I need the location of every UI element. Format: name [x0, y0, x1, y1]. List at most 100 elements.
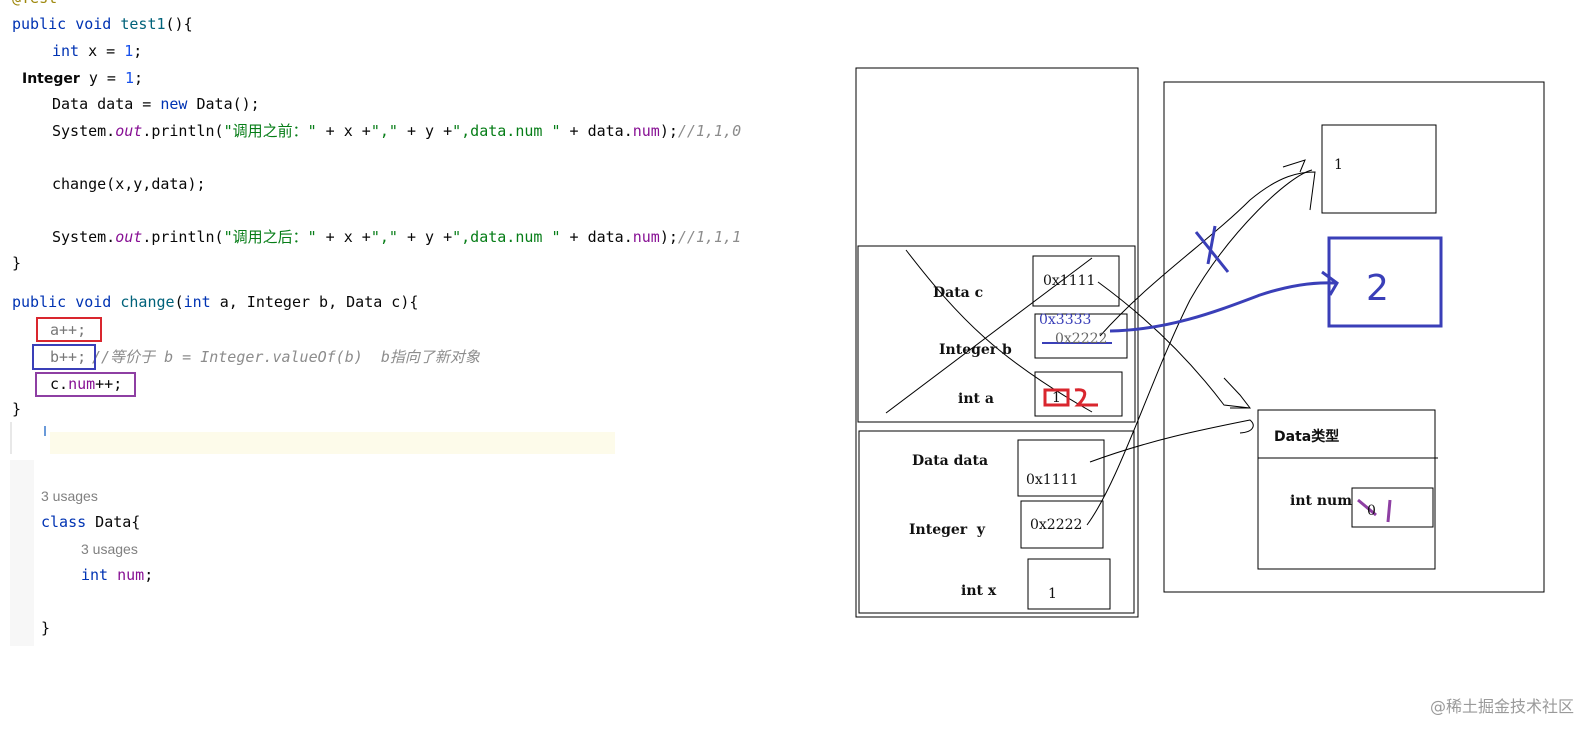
usages-hint[interactable]: 3 usages: [41, 488, 98, 504]
code-token: 1: [124, 42, 134, 60]
cell-c: [1032, 255, 1120, 307]
code-token: int: [183, 293, 211, 311]
value-x: 1: [1048, 586, 1057, 602]
closing-brace: }: [12, 400, 22, 418]
code-line-new-data: Data data = new Data();: [52, 94, 260, 114]
code-token: Data{: [86, 513, 141, 531]
code-line-print-after: System.out.println("调用之后：" + x +"," + y …: [52, 227, 741, 247]
gutter-mark: [10, 422, 12, 454]
code-token: out: [115, 228, 143, 246]
label-int-a: int a: [958, 391, 994, 407]
code-token: ++;: [95, 375, 123, 393]
code-token: .println(: [142, 122, 224, 140]
code-token: int: [52, 42, 80, 60]
code-token: Data();: [187, 95, 260, 113]
editor-gutter: [10, 460, 34, 646]
code-comment-b: //等价于 b = Integer.valueOf(b) b指向了新对象: [92, 348, 480, 366]
closing-brace: }: [12, 254, 22, 272]
cell-data: [1017, 439, 1105, 497]
label-data-c: Data c: [933, 285, 984, 301]
stack-frame-test1: [858, 430, 1135, 614]
code-line-change-call: change(x,y,data);: [52, 175, 206, 193]
label-integer-b: Integer b: [939, 342, 1012, 358]
code-token: ",data.num ": [452, 122, 561, 140]
code-line-print-before: System.out.println("调用之前：" + x +"," + y …: [52, 121, 741, 141]
heap-integer-2-value: 2: [1366, 268, 1389, 309]
value-y: 0x2222: [1030, 517, 1083, 533]
value-b-new: 0x3333: [1039, 312, 1092, 328]
label-data-data: Data data: [912, 453, 989, 469]
stack-frame-outer: [855, 67, 1139, 618]
code-token: ;: [133, 69, 144, 87]
code-token: test1: [120, 15, 166, 33]
cell-a: [1034, 371, 1123, 417]
cell-num: [1351, 487, 1434, 528]
code-token: num: [108, 566, 145, 584]
heap-data-object: [1257, 409, 1436, 570]
code-token: ",": [370, 122, 398, 140]
code-token: ",": [370, 228, 398, 246]
code-token: int: [81, 566, 109, 584]
heap-data-title: Data类型: [1274, 429, 1340, 445]
cell-x: [1027, 558, 1111, 610]
code-token: 1: [124, 69, 134, 87]
heap-area: [1163, 81, 1545, 593]
closing-brace: }: [41, 619, 51, 637]
code-editor: @Test public void test1(){ int x = 1; In…: [10, 0, 742, 646]
code-token: (: [174, 293, 184, 311]
code-token: System.: [52, 122, 116, 140]
code-token: new: [160, 95, 188, 113]
value-a: 1: [1052, 390, 1061, 406]
highlight-box-c: [35, 372, 136, 397]
code-line-a-increment: a++;: [50, 321, 87, 339]
heap-integer-1: [1321, 124, 1437, 214]
code-token: public void: [12, 293, 121, 311]
value-num: 0: [1367, 503, 1376, 519]
code-line-integer-y: Integer y = 1;: [22, 68, 143, 89]
code-token: //1,1,1: [677, 228, 742, 246]
stack-frame-change: [857, 245, 1136, 423]
test-annotation: @Test: [12, 0, 57, 8]
method-change-signature: public void change(int a, Integer b, Dat…: [12, 292, 418, 312]
usages-hint[interactable]: 3 usages: [81, 541, 138, 557]
code-token: + data.: [560, 228, 633, 246]
code-token: "调用之后：": [223, 228, 317, 246]
label-int-num: int num: [1290, 493, 1353, 509]
text-caret: [44, 426, 46, 436]
code-token: + x +: [316, 228, 371, 246]
cell-b: [1034, 313, 1128, 359]
code-token: );: [659, 228, 678, 246]
code-token: y =: [79, 69, 125, 87]
code-token: a, Integer b, Data c){: [210, 293, 419, 311]
code-token: Integer: [22, 71, 80, 87]
code-token: + x +: [316, 122, 371, 140]
value-b-old: 0x2222: [1055, 331, 1108, 347]
code-token: System.: [52, 228, 116, 246]
heap-integer-1-value: 1: [1334, 157, 1343, 173]
caret-line-highlight: [50, 432, 615, 454]
code-token: num: [632, 122, 660, 140]
code-token: .println(: [142, 228, 224, 246]
code-token: + y +: [397, 228, 453, 246]
code-token: );: [659, 122, 678, 140]
value-c: 0x1111: [1043, 273, 1096, 289]
label-integer-y: Integer y: [909, 522, 986, 538]
code-token: num: [632, 228, 660, 246]
highlight-box-a: [36, 317, 102, 342]
code-token: ",data.num ": [452, 228, 561, 246]
value-data: 0x1111: [1026, 472, 1079, 488]
code-token: x =: [79, 42, 125, 60]
watermark: @稀土掘金技术社区: [1429, 697, 1574, 716]
highlight-box-b: [32, 344, 96, 370]
code-token: "调用之前：": [223, 122, 317, 140]
method-test1-signature: public void test1(){: [12, 14, 193, 34]
code-token: num: [68, 375, 96, 393]
code-token: out: [115, 122, 143, 140]
class-data-declaration: class Data{: [41, 512, 140, 532]
code-token: c.: [50, 375, 69, 393]
code-line-b-increment: b++;: [50, 348, 87, 366]
cell-y: [1020, 500, 1104, 549]
code-token: + data.: [560, 122, 633, 140]
code-token: public void: [12, 15, 121, 33]
